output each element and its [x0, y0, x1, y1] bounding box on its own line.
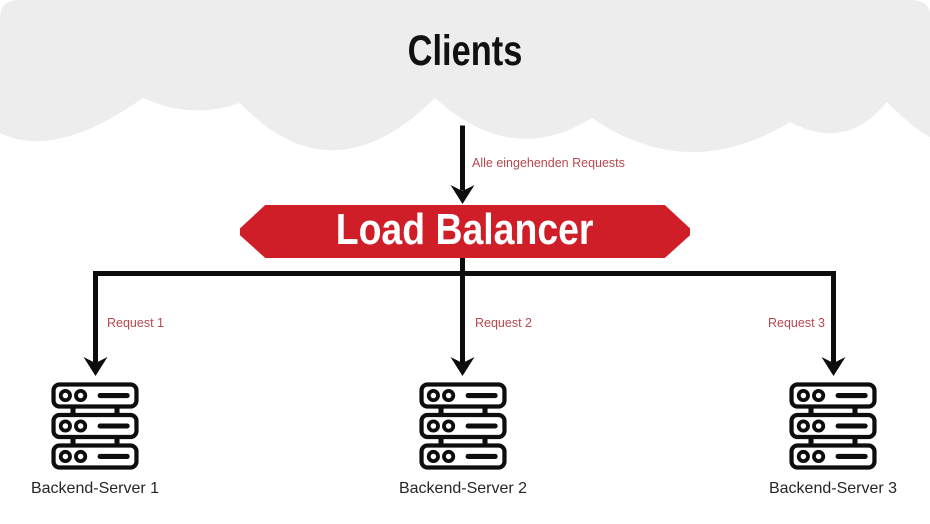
server-rack-slots [97, 393, 130, 459]
arrow-down-icon [450, 185, 475, 204]
backend-server-2-node: Backend-Server 2 [363, 382, 563, 498]
edge-request-2 [450, 271, 475, 376]
server-rack-icon [419, 382, 507, 470]
backend-server-2-label: Backend-Server 2 [398, 480, 528, 497]
backend-server-1-node: Backend-Server 1 [0, 382, 195, 498]
edge-label-request-2: Request 2 [475, 316, 532, 330]
server-rack-icon [789, 382, 877, 470]
load-balancer-label: Load Balancer [336, 205, 594, 254]
arrow-down-icon [821, 357, 846, 376]
server-rack-slots [465, 393, 498, 459]
server-rack-leds [426, 388, 456, 464]
backend-server-3-node: Backend-Server 3 [733, 382, 930, 498]
load-balancer-node: Load Balancer [240, 205, 690, 258]
server-rack-leds [58, 388, 88, 464]
server-rack-leds [796, 388, 826, 464]
server-rack-frame-tabs [808, 404, 858, 448]
cloud-shape [0, 0, 930, 153]
server-rack-icon [51, 382, 139, 470]
server-rack-rows [51, 382, 139, 470]
backend-server-3-label: Backend-Server 3 [768, 480, 898, 497]
server-rack-rows [789, 382, 877, 470]
edge-clients-to-loadbalancer [450, 125, 475, 204]
edge-request-1 [83, 271, 108, 376]
edge-request-3 [821, 271, 846, 376]
server-rack-rows [419, 382, 507, 470]
arrow-down-icon [450, 357, 475, 376]
arrow-down-icon [83, 357, 108, 376]
edge-label-request-1: Request 1 [107, 316, 164, 330]
edge-label-incoming-requests: Alle eingehenden Requests [472, 156, 625, 170]
server-rack-frame-tabs [438, 404, 488, 448]
server-rack-frame-tabs [70, 404, 120, 448]
clients-node-title: Clients [407, 27, 523, 75]
backend-server-1-label: Backend-Server 1 [30, 480, 160, 497]
server-rack-slots [835, 393, 868, 459]
edge-label-request-3: Request 3 [768, 316, 825, 330]
